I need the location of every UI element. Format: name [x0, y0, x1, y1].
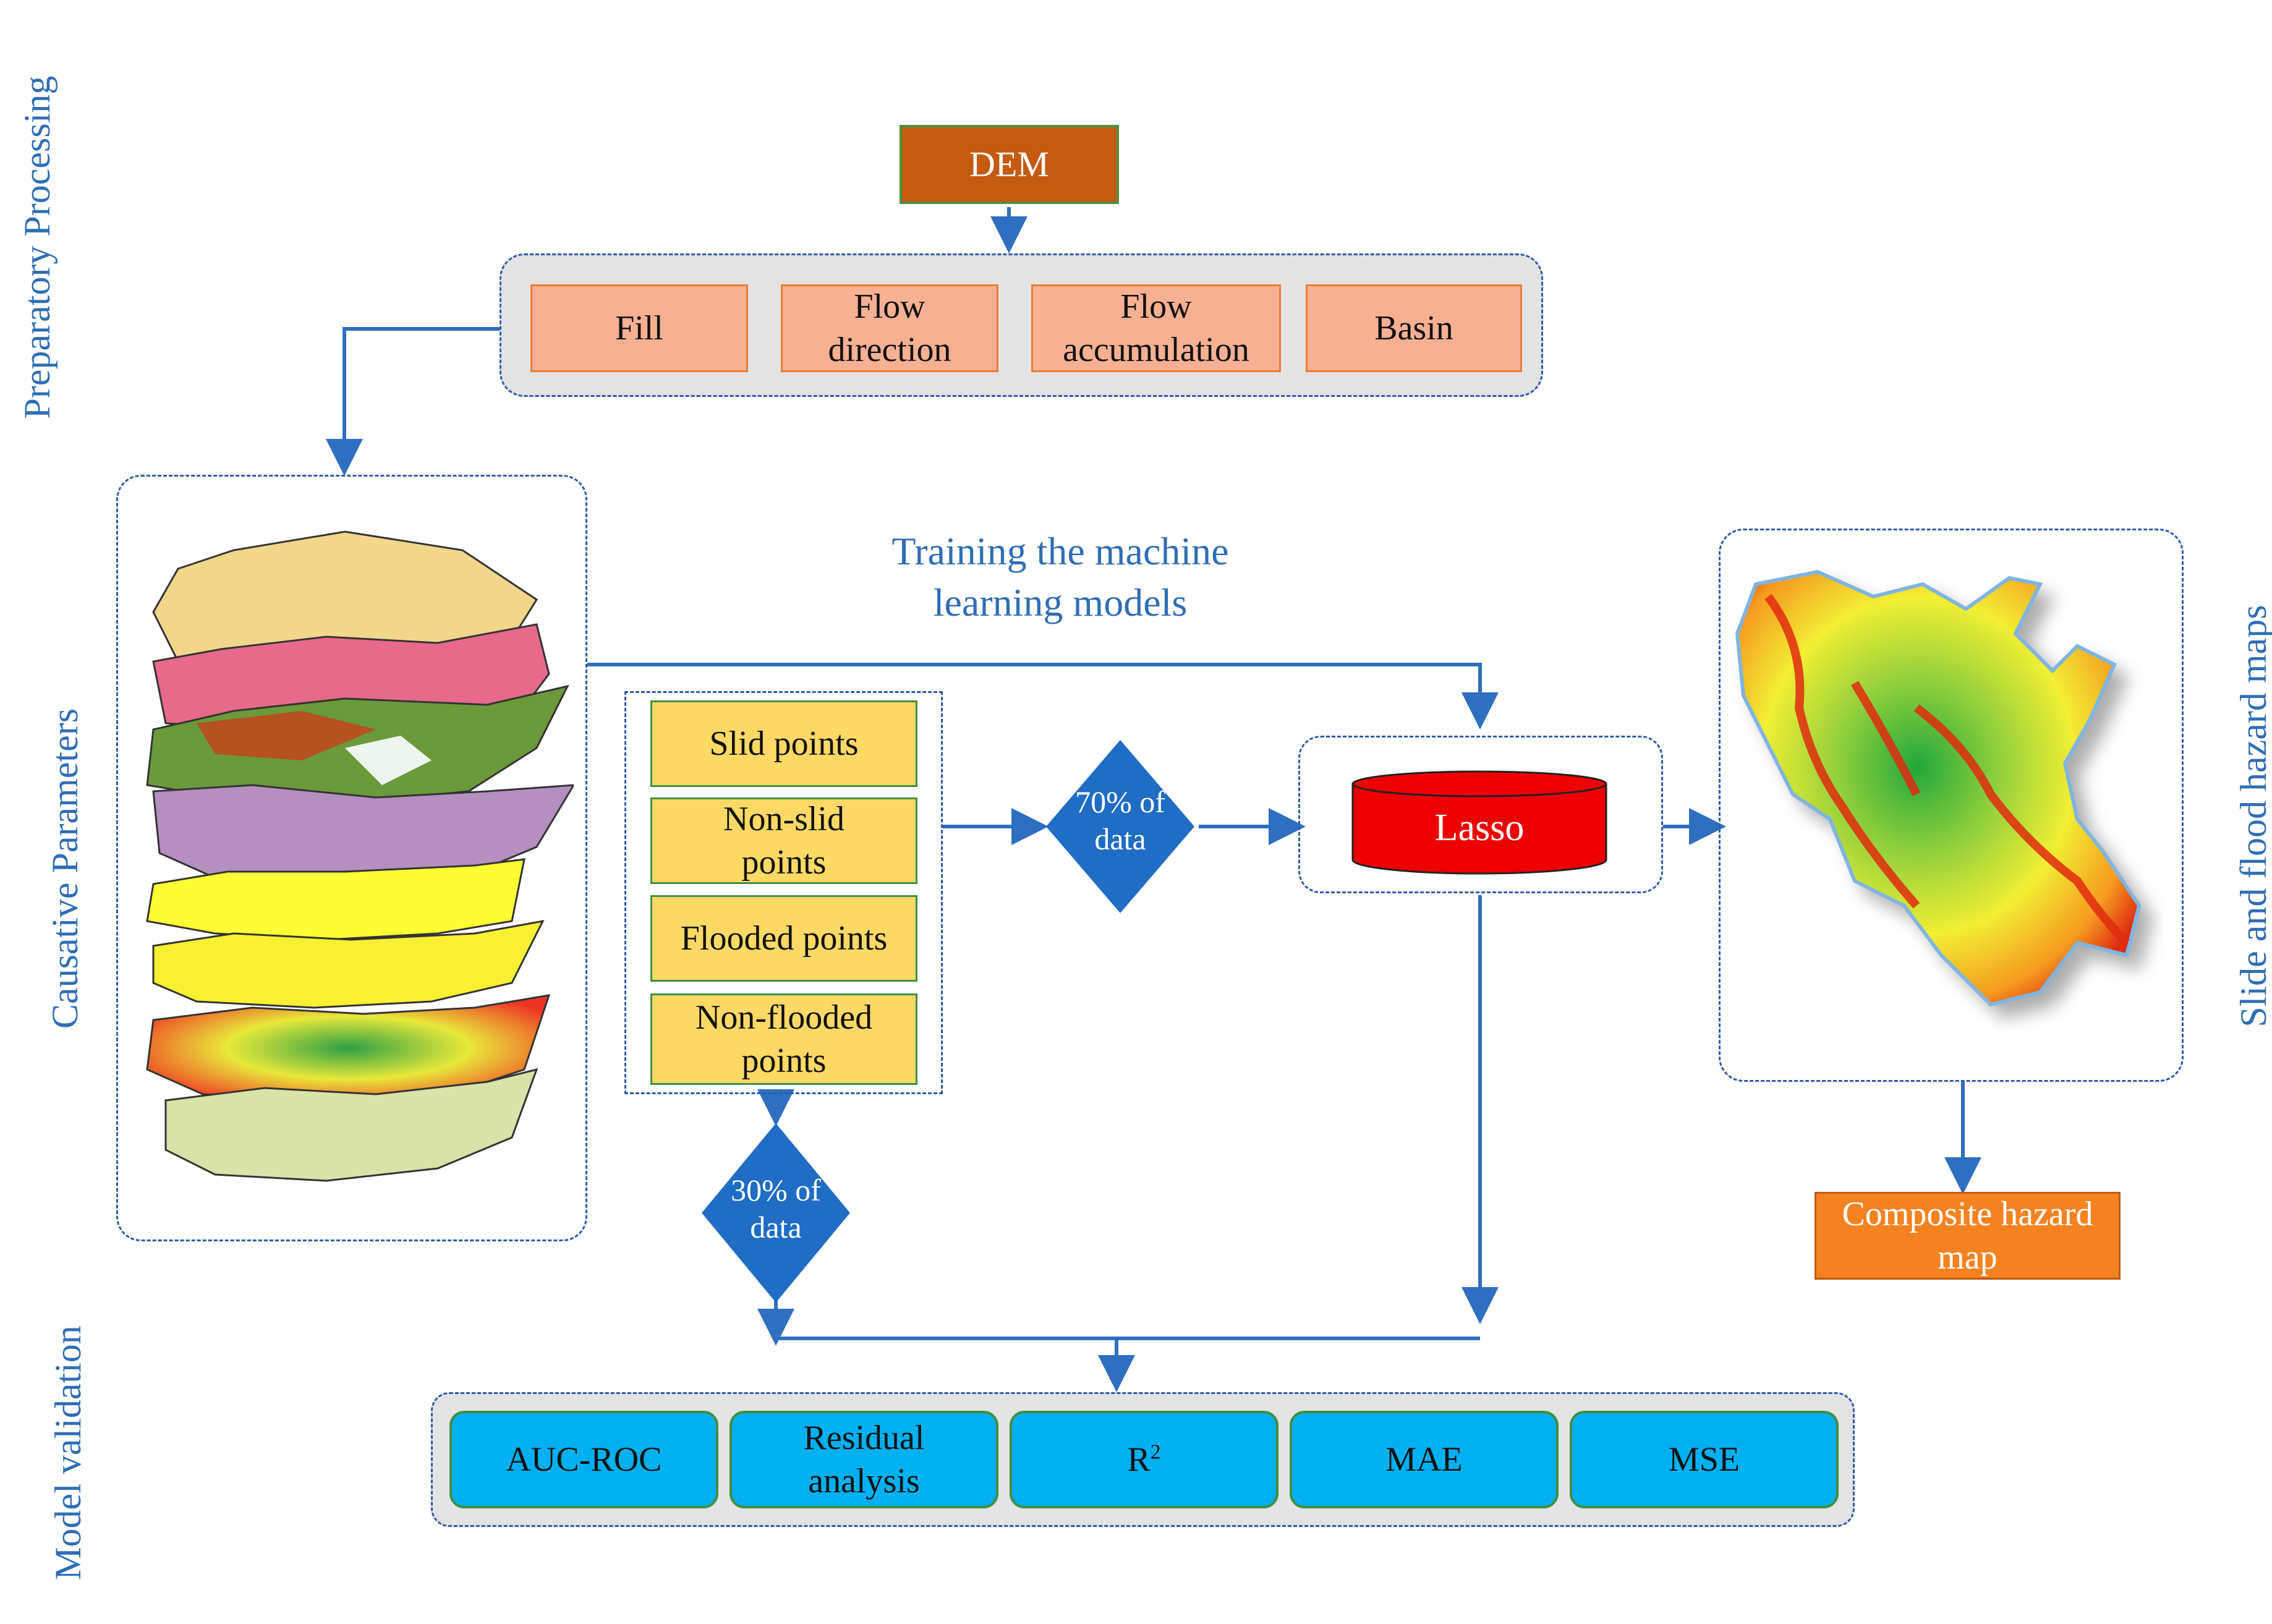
side-label-validation: Model validation [47, 1325, 88, 1580]
points-slid-label: Slid points [709, 725, 859, 763]
points-non-flooded-label: Non-flooded points [695, 998, 873, 1080]
arrow-parameters-to-lasso [587, 663, 1499, 729]
metric-auc-roc: AUC-ROC [449, 1411, 718, 1508]
dem-box: DEM [900, 125, 1119, 204]
arrow-steps-to-parameters [326, 327, 500, 476]
test-split-label: 30% of data [731, 1173, 821, 1244]
points-flooded: Flooded points [650, 895, 917, 982]
side-label-preparatory: Preparatory Processing [16, 75, 57, 419]
step-flow-accumulation: Flow accumulation [1031, 284, 1281, 372]
points-non-slid-label: Non-slid points [723, 800, 845, 882]
step-basin-label: Basin [1374, 309, 1453, 347]
metric-r2-superscript: 2 [1150, 1440, 1161, 1464]
hazard-map-image [1735, 569, 2142, 1007]
composite-label: Composite hazard map [1842, 1195, 2093, 1277]
step-flow-accumulation-label: Flow accumulation [1063, 287, 1249, 369]
metric-residual-analysis-label: Residual analysis [803, 1419, 925, 1500]
metric-residual-analysis: Residual analysis [730, 1411, 998, 1508]
training-caption: Training the machine learning models [891, 529, 1229, 625]
metric-r2-label: R2 [1127, 1438, 1160, 1481]
side-label-causative: Causative Parameters [44, 708, 85, 1029]
step-flow-direction-label: Flow direction [828, 287, 951, 369]
parameter-layer-stack [146, 530, 574, 1182]
model-group [1298, 736, 1663, 893]
metric-r2: R2 [1010, 1411, 1279, 1508]
layer-4 [152, 784, 574, 885]
parameters-group [116, 475, 587, 1241]
layer-8 [164, 1068, 538, 1182]
metric-mae-label: MAE [1385, 1440, 1463, 1479]
layer-6 [152, 919, 545, 1009]
metric-mse: MSE [1570, 1411, 1839, 1508]
test-split-diamond [702, 1123, 850, 1303]
lasso-cylinder [1351, 770, 1607, 875]
side-label-hazard-maps: Slide and flood hazard maps [2232, 605, 2272, 1027]
hazard-map-group [1719, 529, 2184, 1082]
metric-auc-roc-label: AUC-ROC [506, 1440, 662, 1479]
points-non-slid: Non-slid points [650, 797, 917, 884]
step-fill: Fill [530, 284, 748, 372]
step-flow-direction: Flow direction [781, 284, 998, 372]
dem-label: DEM [969, 143, 1049, 184]
metric-mse-label: MSE [1668, 1440, 1740, 1479]
metric-mae: MAE [1290, 1411, 1559, 1508]
points-non-flooded: Non-flooded points [650, 993, 917, 1085]
points-slid: Slid points [650, 700, 917, 787]
train-split-diamond [1046, 740, 1194, 913]
points-flooded-label: Flooded points [680, 919, 888, 958]
metric-r2-base: R [1127, 1440, 1151, 1479]
composite-box: Composite hazard map [1815, 1192, 2121, 1280]
lasso-label: Lasso [1434, 807, 1525, 849]
step-fill-label: Fill [615, 309, 663, 347]
step-basin: Basin [1306, 284, 1522, 372]
points-group [624, 691, 943, 1094]
layer-7 [146, 994, 551, 1102]
layer-5 [146, 858, 525, 941]
train-split-label: 70% of data [1075, 784, 1165, 856]
